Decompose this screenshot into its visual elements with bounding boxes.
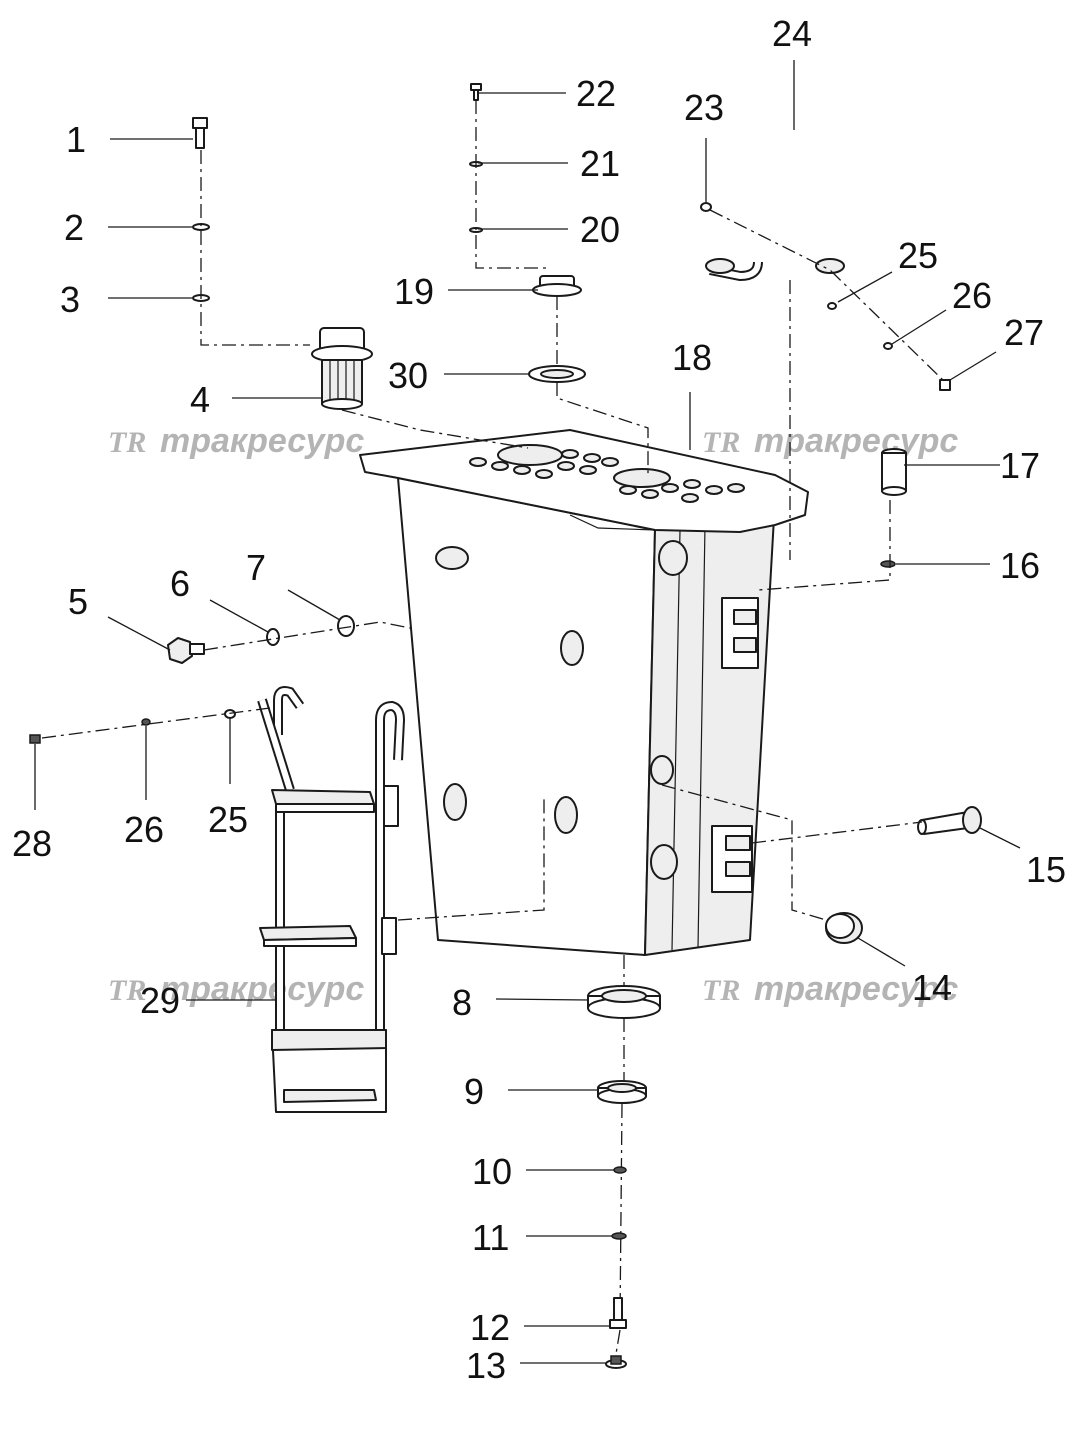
callout-9: 9 (464, 1071, 484, 1112)
svg-text:тракресурс: тракресурс (754, 970, 958, 1008)
cap-19 (532, 275, 582, 297)
bolt-27 (939, 379, 951, 391)
lid-holes (469, 449, 745, 503)
callout-6: 6 (170, 563, 190, 604)
handrail-24 (705, 129, 847, 282)
callout-25-bottom: 25 (208, 799, 248, 840)
callout-30: 30 (388, 355, 428, 396)
svg-text:тракресурс: тракресурс (754, 422, 958, 460)
callout-4: 4 (190, 379, 210, 420)
callout-21: 21 (580, 143, 620, 184)
callout-labels: 1 2 3 4 5 6 7 8 9 10 11 12 13 14 15 16 1… (12, 13, 1066, 1386)
filter-4 (311, 327, 373, 410)
callout-14: 14 (912, 967, 952, 1008)
washer-26-top (883, 342, 893, 350)
svg-text:TR: TR (702, 974, 740, 1007)
callout-10: 10 (472, 1151, 512, 1192)
callout-25-top: 25 (898, 235, 938, 276)
callout-13: 13 (466, 1345, 506, 1386)
callout-11: 11 (472, 1217, 509, 1258)
ring-9 (597, 1080, 647, 1104)
svg-text:TR: TR (108, 974, 146, 1007)
callout-2: 2 (64, 207, 84, 248)
svg-text:тракресурс: тракресурс (160, 970, 364, 1008)
tank-body (359, 429, 809, 956)
watermark-bottom-right: TR тракресурс (702, 970, 958, 1008)
screw-22 (470, 83, 482, 101)
callout-28: 28 (12, 823, 52, 864)
callout-16: 16 (1000, 545, 1040, 586)
callout-15: 15 (1026, 849, 1066, 890)
pin-15 (917, 806, 982, 835)
callout-12: 12 (470, 1307, 510, 1348)
callout-22: 22 (576, 73, 616, 114)
callout-19: 19 (394, 271, 434, 312)
washer-16 (880, 560, 896, 568)
callout-8: 8 (452, 982, 472, 1023)
plug-14 (825, 912, 863, 944)
ring-8 (587, 985, 661, 1019)
gasket-30 (528, 365, 586, 383)
ladder-29 (257, 686, 406, 1113)
washer-11 (611, 1232, 627, 1240)
svg-text:TR: TR (702, 426, 740, 459)
watermark-bottom-left: TR тракресурс (108, 970, 364, 1008)
callout-1: 1 (66, 119, 86, 160)
svg-text:тракресурс: тракресурс (160, 422, 364, 460)
callout-18: 18 (672, 337, 712, 378)
callout-26-bottom: 26 (124, 809, 164, 850)
bolt-28 (29, 734, 41, 744)
washer-7 (337, 615, 355, 637)
callout-3: 3 (60, 279, 80, 320)
washer-23 (700, 202, 712, 212)
callout-23: 23 (684, 87, 724, 128)
callout-27: 27 (1004, 312, 1044, 353)
plug-13 (605, 1355, 627, 1369)
leader-lines (34, 60, 1021, 1364)
pin-17 (881, 448, 907, 496)
svg-text:TR: TR (108, 426, 146, 459)
plug-5 (167, 637, 205, 664)
callout-5: 5 (68, 581, 88, 622)
callout-17: 17 (1000, 445, 1040, 486)
washer-25-top (827, 302, 837, 310)
bolt-1 (192, 117, 208, 149)
callout-26-top: 26 (952, 275, 992, 316)
washer-25-bottom (224, 709, 236, 719)
callout-24: 24 (772, 13, 812, 54)
callout-29: 29 (140, 980, 180, 1021)
watermark-top-right: TR тракресурс (702, 422, 958, 460)
washer-10 (613, 1166, 627, 1174)
callout-7: 7 (246, 547, 266, 588)
watermark-top-left: TR тракресурс (108, 422, 364, 460)
bolt-12 (609, 1297, 627, 1329)
washer-26-bottom (141, 718, 151, 726)
callout-20: 20 (580, 209, 620, 250)
washer-6 (266, 628, 280, 646)
